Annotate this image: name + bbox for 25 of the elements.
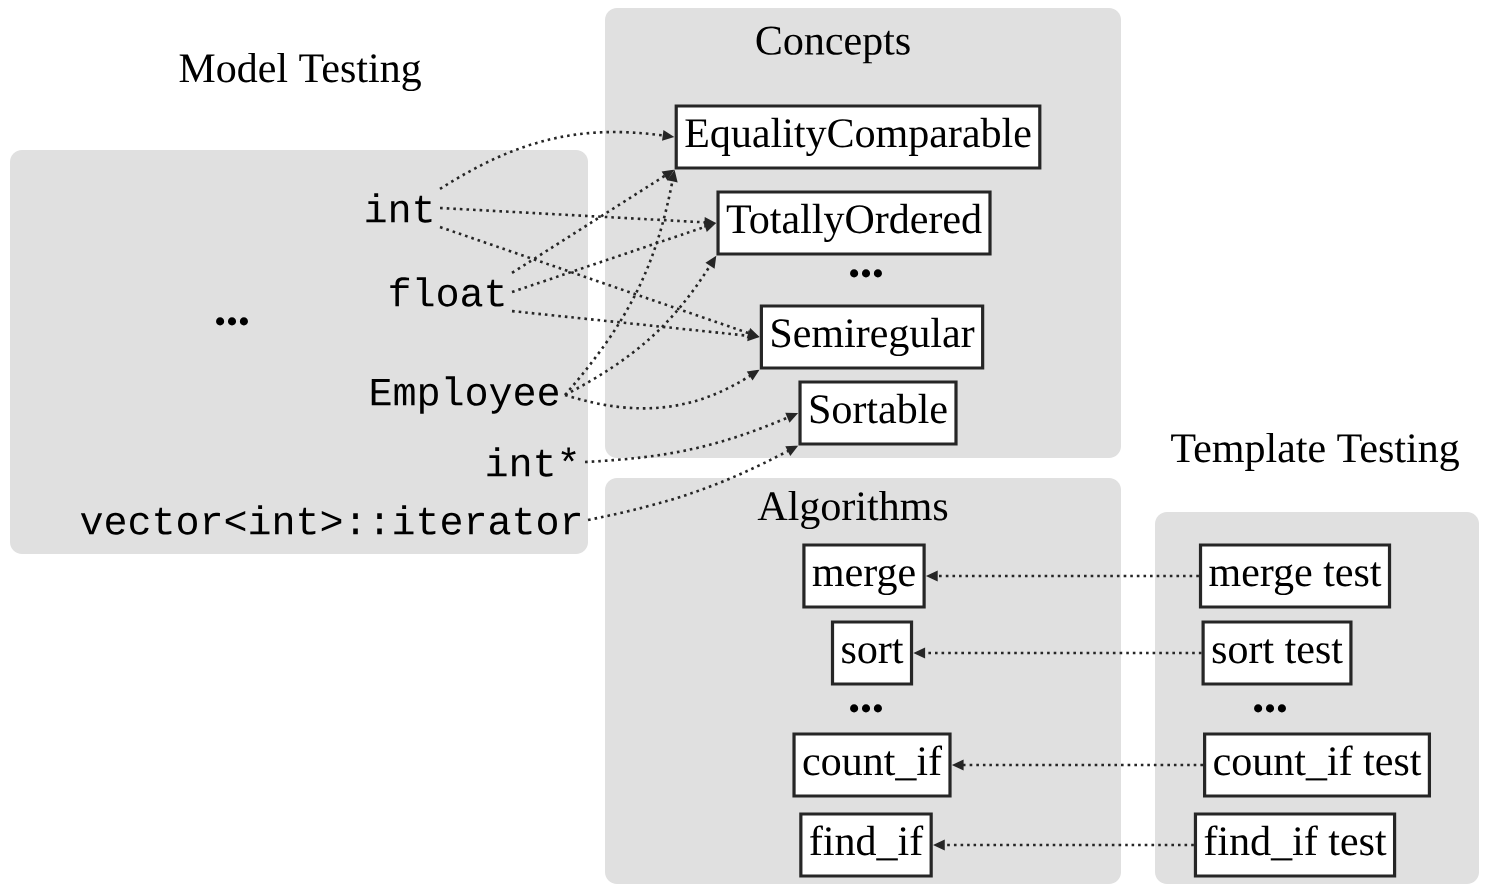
ellipsis: ••• bbox=[1254, 704, 1286, 713]
box: TotallyOrdered bbox=[716, 190, 992, 256]
box: merge test bbox=[1198, 543, 1392, 609]
type-name: int* bbox=[487, 447, 576, 477]
panel-heading: Template Testing bbox=[1171, 432, 1459, 472]
box: EqualityComparable bbox=[674, 104, 1042, 170]
panel-heading: Algorithms bbox=[757, 490, 948, 530]
box: count_if test bbox=[1203, 732, 1431, 798]
type-name: int bbox=[366, 193, 432, 223]
box: Semiregular bbox=[759, 304, 985, 370]
box: merge bbox=[802, 543, 926, 609]
type-name: float bbox=[390, 277, 504, 307]
box: Sortable bbox=[798, 380, 958, 446]
box: sort test bbox=[1201, 620, 1353, 686]
box: count_if bbox=[792, 732, 952, 798]
ellipsis: ••• bbox=[850, 704, 882, 713]
type-name: vector<int>::iterator bbox=[80, 505, 580, 535]
box: find_if test bbox=[1193, 812, 1397, 878]
box: sort bbox=[830, 620, 914, 686]
box: find_if bbox=[799, 812, 933, 878]
type-name: Employee bbox=[371, 376, 558, 414]
ellipsis: ••• bbox=[850, 269, 882, 278]
ellipsis: ••• bbox=[216, 317, 248, 326]
panel-heading: Concepts bbox=[756, 26, 910, 64]
panel-heading: Model Testing bbox=[179, 52, 421, 92]
